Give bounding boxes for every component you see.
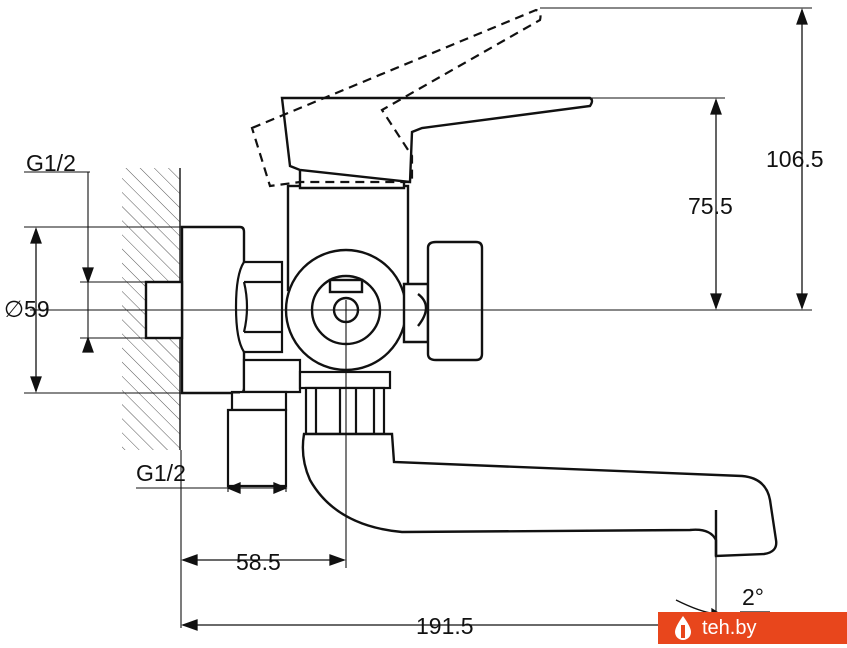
hex-nut [234, 260, 284, 354]
watermark-text: teh.by [702, 616, 757, 639]
dimension-lines [30, 8, 808, 631]
dimension-thread-top: G1/2 [26, 150, 76, 176]
spout-coupling [298, 370, 392, 436]
diverter-knob [402, 240, 484, 362]
inlet-pipe [226, 358, 302, 488]
watermark-badge: teh.by [658, 612, 847, 644]
spout [301, 432, 778, 558]
dimension-height-total: 106.5 [766, 146, 824, 172]
drop-logo-icon [668, 613, 698, 643]
dimension-thread-bottom: G1/2 [136, 460, 186, 486]
dimension-length-total: 191.5 [416, 613, 474, 639]
dimension-height-handle: 75.5 [688, 193, 733, 219]
dimension-offset: 58.5 [236, 549, 281, 575]
dimension-diameter: ∅59 [4, 296, 50, 322]
extension-lines [24, 7, 812, 628]
lever-handle [280, 96, 594, 184]
lever-handle-raised [250, 8, 542, 188]
dimension-angle: 2° [742, 584, 764, 610]
